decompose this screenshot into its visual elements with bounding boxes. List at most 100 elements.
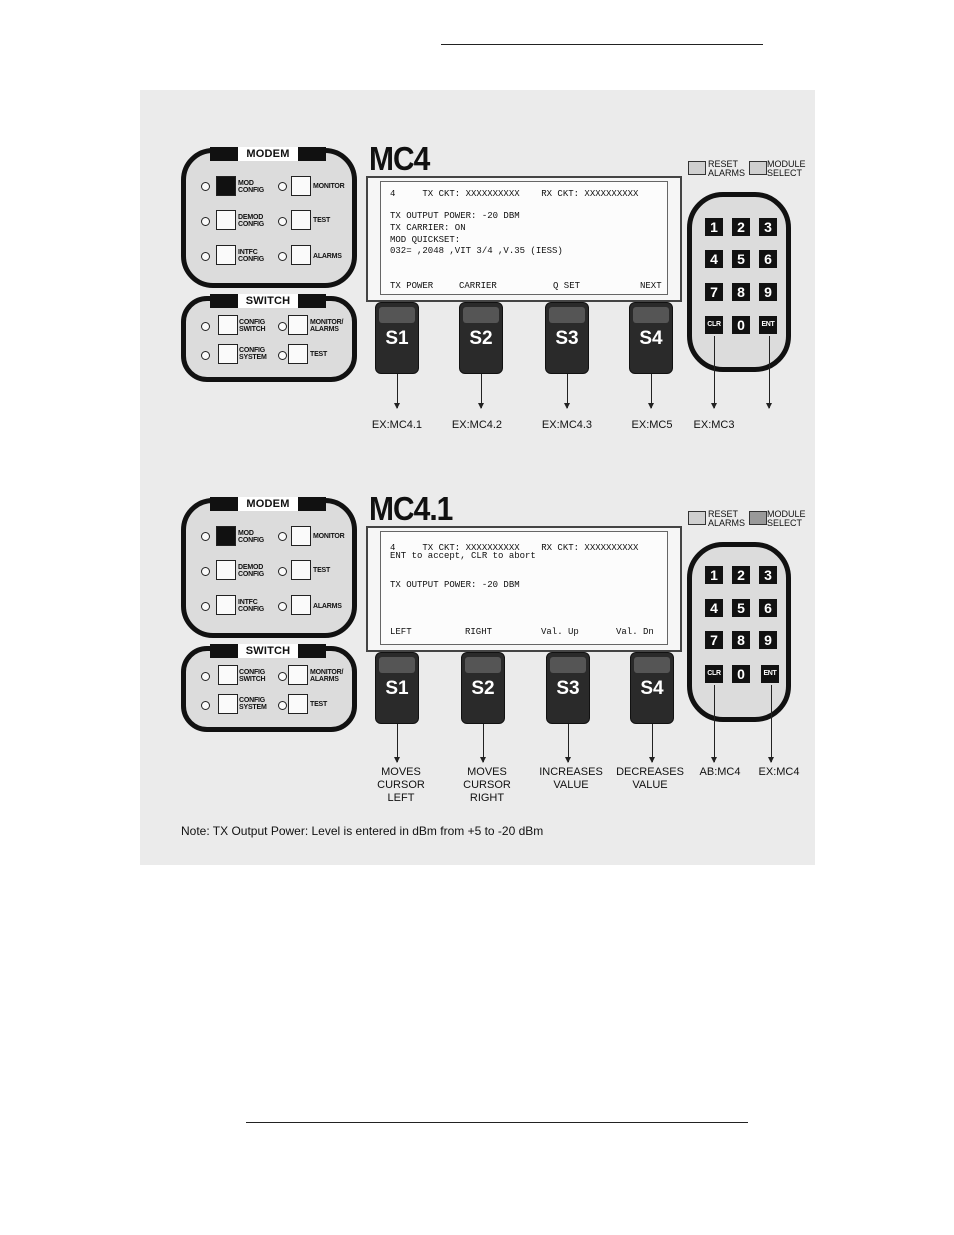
softkey-s4[interactable]: S4 (630, 652, 674, 724)
arrow-clr (711, 685, 717, 763)
test-button[interactable] (291, 560, 311, 580)
key-1[interactable]: 1 (705, 566, 723, 584)
intfc-config-led (201, 252, 210, 261)
config-switch-button[interactable] (218, 665, 238, 685)
key-6[interactable]: 6 (759, 250, 777, 268)
arrow-s1 (394, 724, 400, 763)
switch-test-button[interactable] (288, 694, 308, 714)
key-2[interactable]: 2 (732, 218, 750, 236)
lcd-softkey-label-1: TX POWER (390, 281, 434, 291)
key-0[interactable]: 0 (732, 665, 750, 683)
softkey-s4[interactable]: S4 (629, 302, 673, 374)
key-ent[interactable]: ENT (759, 316, 777, 334)
config-system-led (201, 701, 210, 710)
screen-title: MC4 (369, 141, 430, 178)
modem-header-bar-left (210, 147, 238, 161)
alarms-led (278, 602, 287, 611)
mod-config-button[interactable] (216, 176, 236, 196)
switch-test-led (278, 351, 287, 360)
alarms-button[interactable] (291, 595, 311, 615)
footnote: Note: TX Output Power: Level is entered … (181, 824, 544, 838)
monitor-alarms-button[interactable] (288, 315, 308, 335)
demod-config-led (201, 217, 210, 226)
key-clr[interactable]: CLR (705, 316, 723, 334)
key-3[interactable]: 3 (759, 566, 777, 584)
key-1[interactable]: 1 (705, 218, 723, 236)
key-5[interactable]: 5 (732, 599, 750, 617)
modem-header-bar-left (210, 497, 238, 511)
monitor-button[interactable] (291, 526, 311, 546)
monitor-button[interactable] (291, 176, 311, 196)
switch-panel (181, 296, 357, 382)
alarms-label: ALARMS (313, 253, 342, 260)
key-0[interactable]: 0 (732, 316, 750, 334)
switch-panel (181, 646, 357, 732)
key-9[interactable]: 9 (759, 631, 777, 649)
key-4[interactable]: 4 (705, 250, 723, 268)
lcd-line-2: TX OUTPUT POWER: -20 DBM (390, 211, 520, 221)
lcd-line-1: 4 TX CKT: XXXXXXXXXX RX CKT: XXXXXXXXXX (390, 189, 639, 199)
demod-config-button[interactable] (216, 560, 236, 580)
softkey-s3[interactable]: S3 (546, 652, 590, 724)
switch-test-label: TEST (310, 351, 328, 358)
key-3[interactable]: 3 (759, 218, 777, 236)
switch-test-button[interactable] (288, 344, 308, 364)
key-7[interactable]: 7 (705, 283, 723, 301)
switch-test-led (278, 701, 287, 710)
test-led (278, 567, 287, 576)
switch-header-bar-left (210, 644, 238, 658)
key-ent[interactable]: ENT (761, 665, 779, 683)
alarms-button[interactable] (291, 245, 311, 265)
monitor-label: MONITOR (313, 533, 345, 540)
lcd-line-3: TX CARRIER: ON (390, 223, 466, 233)
modem-header: MODEM (238, 497, 298, 511)
key-8[interactable]: 8 (732, 283, 750, 301)
config-switch-button[interactable] (218, 315, 238, 335)
softkey-s2[interactable]: S2 (459, 302, 503, 374)
test-label: TEST (313, 217, 331, 224)
monitor-alarms-label: MONITOR/ALARMS (310, 319, 344, 333)
caption-ent: EX:MC4 (758, 766, 800, 778)
module-select-button[interactable] (749, 161, 767, 175)
key-6[interactable]: 6 (759, 599, 777, 617)
key-9[interactable]: 9 (759, 283, 777, 301)
key-2[interactable]: 2 (732, 566, 750, 584)
monitor-alarms-button[interactable] (288, 665, 308, 685)
arrow-s3 (565, 724, 571, 763)
mod-config-button[interactable] (216, 526, 236, 546)
modem-header-bar-right (298, 497, 326, 511)
config-system-button[interactable] (218, 694, 238, 714)
arrow-clr (711, 336, 717, 409)
caption-s2: EX:MC4.2 (451, 419, 503, 431)
softkey-s2[interactable]: S2 (461, 652, 505, 724)
key-5[interactable]: 5 (732, 250, 750, 268)
config-switch-led (201, 322, 210, 331)
switch-test-label: TEST (310, 701, 328, 708)
key-8[interactable]: 8 (732, 631, 750, 649)
reset-alarms-button[interactable] (688, 511, 706, 525)
key-4[interactable]: 4 (705, 599, 723, 617)
screen-title: MC4.1 (369, 491, 453, 528)
lcd-line-2: ENT to accept, CLR to abort (390, 551, 536, 561)
test-button[interactable] (291, 210, 311, 230)
intfc-config-button[interactable] (216, 245, 236, 265)
intfc-config-button[interactable] (216, 595, 236, 615)
softkey-s1[interactable]: S1 (375, 302, 419, 374)
softkey-s1[interactable]: S1 (375, 652, 419, 724)
module-select-button[interactable] (749, 511, 767, 525)
arrow-s3 (564, 374, 570, 409)
softkey-s3[interactable]: S3 (545, 302, 589, 374)
key-7[interactable]: 7 (705, 631, 723, 649)
monitor-led (278, 182, 287, 191)
key-clr[interactable]: CLR (705, 665, 723, 683)
reset-alarms-button[interactable] (688, 161, 706, 175)
config-system-button[interactable] (218, 344, 238, 364)
modem-header-bar-right (298, 147, 326, 161)
lcd-line-3: TX OUTPUT POWER: -20 DBM (390, 580, 520, 590)
demod-config-button[interactable] (216, 210, 236, 230)
